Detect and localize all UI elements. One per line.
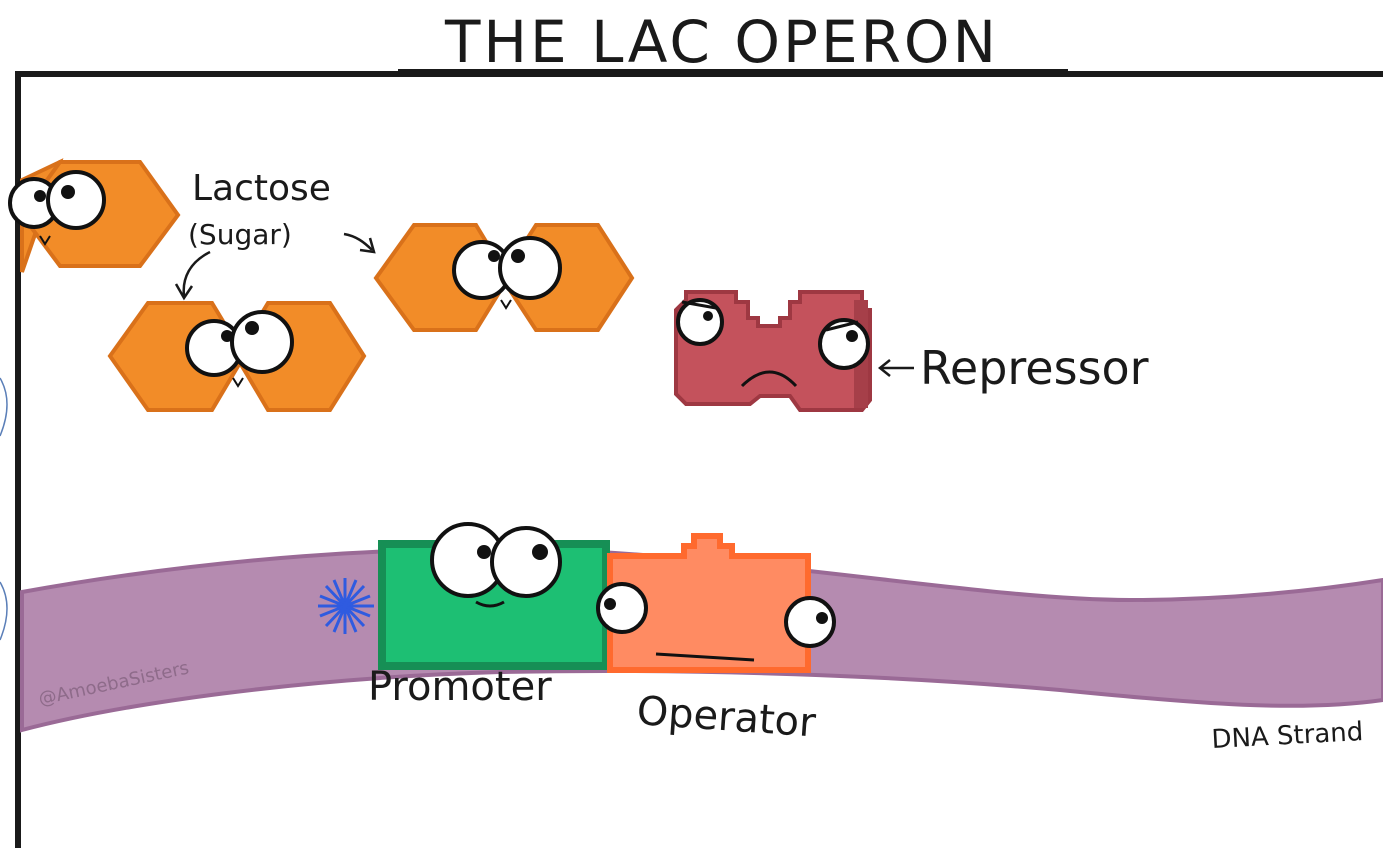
left-edge-curve-top (0, 377, 8, 437)
diagram-title: THE LAC OPERON (444, 8, 999, 76)
lactose-label: Lactose (192, 168, 331, 209)
panel-frame (15, 71, 1383, 852)
rna-polymerase-marker (318, 578, 374, 634)
arrow-to-lactose-3 (343, 232, 373, 251)
promoter-label: Promoter (368, 664, 552, 710)
repressor-protein (674, 290, 872, 412)
lactose-molecule-3 (373, 223, 635, 332)
lactose-molecule-2 (107, 301, 367, 412)
promoter-region (378, 522, 610, 670)
sugar-label: (Sugar) (188, 218, 292, 251)
operator-region (596, 533, 836, 673)
left-edge-curve-bottom (0, 581, 8, 641)
arrowhead-lactose-3 (359, 237, 376, 254)
lactose-molecule-1 (8, 158, 181, 273)
arrowhead-lactose-2 (174, 283, 194, 301)
repressor-label: Repressor (920, 341, 1149, 395)
arrow-to-lactose-2 (182, 250, 211, 297)
arrowhead-repressor (877, 359, 891, 377)
